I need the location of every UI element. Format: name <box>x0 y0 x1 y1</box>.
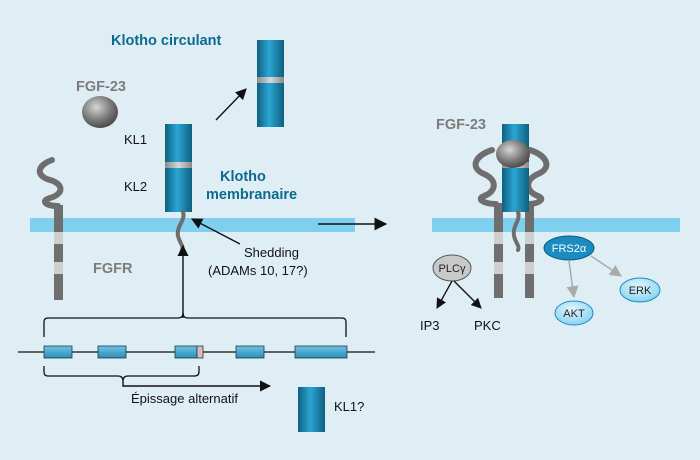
gene-brace <box>43 312 347 337</box>
frs2-node <box>543 235 595 261</box>
frs2-label: FRS2α <box>552 243 587 255</box>
plc-to-pkc-arrow <box>453 280 482 309</box>
erk-node <box>619 277 661 303</box>
membrane-right <box>432 218 680 232</box>
exon-5 <box>294 345 348 359</box>
exon-2 <box>97 345 127 359</box>
klotho-membranaire-label-line2: membranaire <box>206 187 297 203</box>
plc-label: PLCγ <box>439 263 466 275</box>
fgf23-ball-left <box>82 96 118 128</box>
plc-to-ip3-arrow <box>436 280 453 309</box>
frs2-to-erk-arrow <box>590 255 622 277</box>
shedding-label-line2: (ADAMs 10, 17?) <box>208 263 308 278</box>
splicing-arrow <box>122 380 272 392</box>
kl1-variant-protein <box>298 387 325 432</box>
pkc-label: PKC <box>474 318 501 333</box>
kl2-label: KL2 <box>124 179 147 194</box>
membrane-left <box>30 218 355 232</box>
frs2-to-akt-arrow <box>566 260 579 299</box>
shedding-label-line1: Shedding <box>244 245 299 260</box>
akt-node <box>554 300 594 326</box>
akt-label: AKT <box>563 308 585 320</box>
exon-4 <box>235 345 265 359</box>
klotho-membrane-protein <box>165 124 192 252</box>
fgf23-label-right: FGF-23 <box>436 117 486 133</box>
splicing-bracket <box>43 366 200 382</box>
epissage-label: Épissage alternatif <box>131 391 238 406</box>
ip3-label: IP3 <box>420 318 440 333</box>
release-arrow <box>215 88 247 121</box>
fgf23-label-left: FGF-23 <box>76 79 126 95</box>
erk-label: ERK <box>629 285 652 297</box>
shedding-arrow <box>191 218 241 245</box>
exon-3-alt <box>196 345 204 359</box>
kl1-question-label: KL1? <box>334 399 364 414</box>
klotho-circulant-label: Klotho circulant <box>111 33 222 49</box>
gene-exons <box>43 345 348 359</box>
kl1-label: KL1 <box>124 132 147 147</box>
fgf23-ball-right <box>496 140 530 168</box>
klotho-membranaire-label-line1: Klotho <box>220 169 266 185</box>
klotho-circulant-protein <box>257 40 284 127</box>
fgfr-receptor-left <box>36 157 64 300</box>
fgfr-label: FGFR <box>93 261 133 277</box>
exon-1 <box>43 345 73 359</box>
exon-3 <box>174 345 198 359</box>
